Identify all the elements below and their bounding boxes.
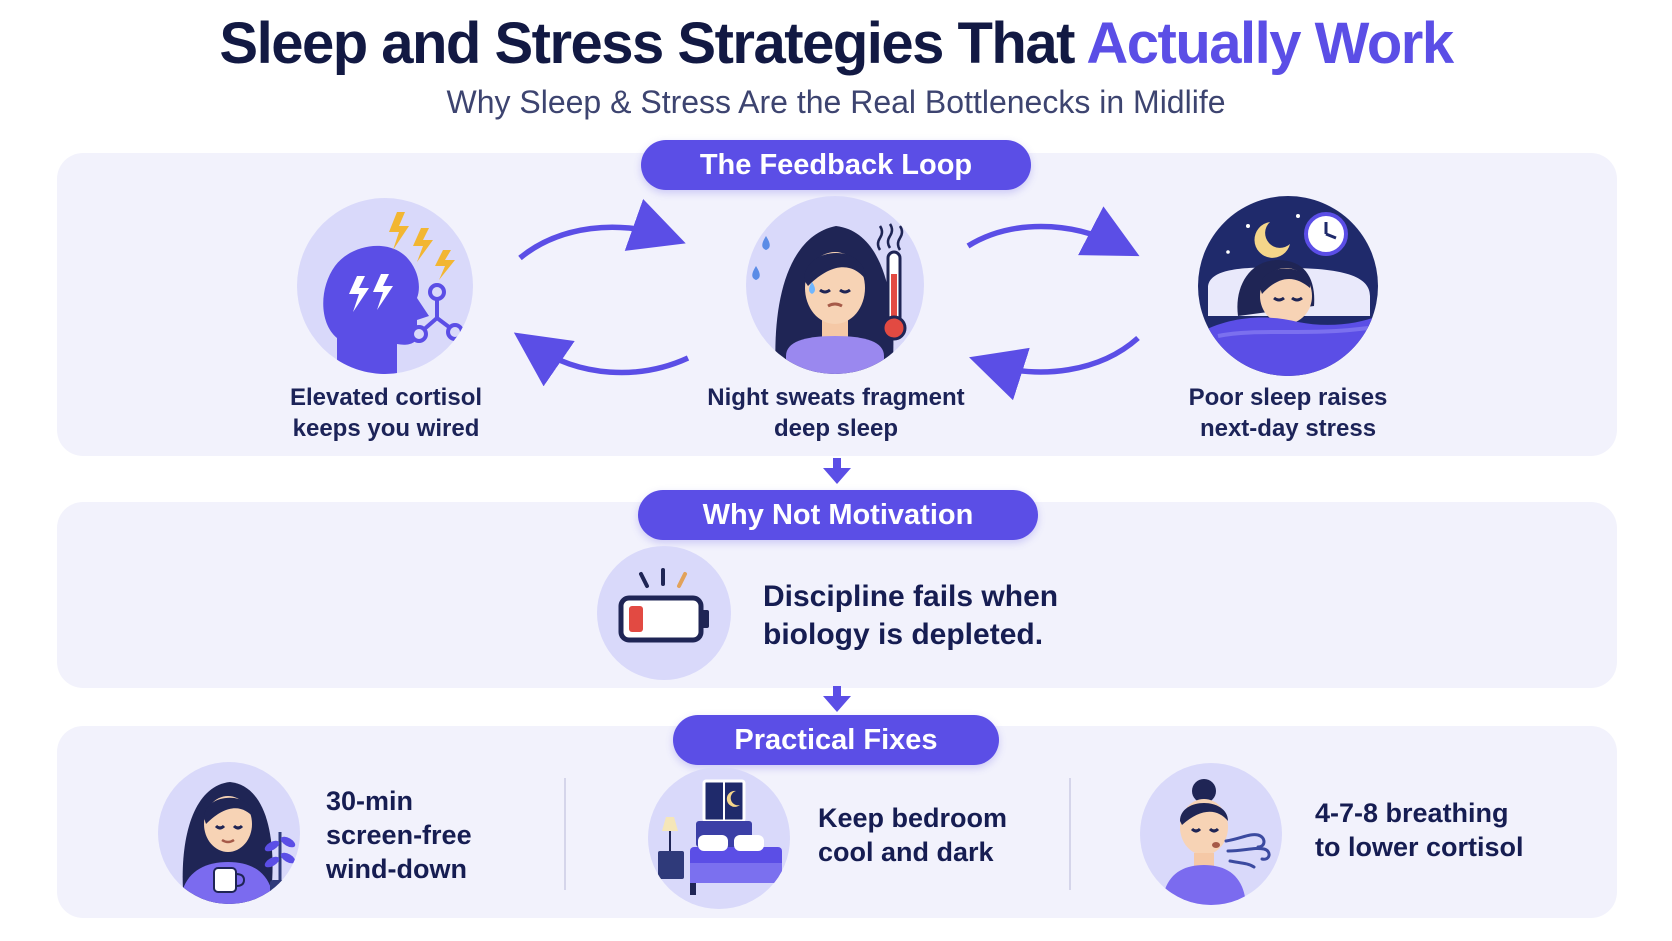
down-arrow-icon	[823, 686, 851, 712]
why-line: biology is depleted.	[763, 618, 1044, 651]
down-arrow-icon	[823, 458, 851, 484]
stressed-head-icon	[297, 198, 473, 374]
why-not-motivation-text: Discipline fails when biology is deplete…	[763, 578, 1058, 654]
fix-line: screen-free	[326, 820, 472, 850]
bedroom-icon	[648, 767, 790, 909]
why-not-motivation-heading: Why Not Motivation	[638, 490, 1038, 540]
poor-sleep-icon	[1198, 196, 1378, 376]
fix-text-3: 4-7-8 breathing to lower cortisol	[1315, 796, 1524, 864]
caption-line: next-day stress	[1199, 415, 1377, 442]
caption-line: Elevated cortisol	[289, 384, 483, 411]
caption-line: Night sweats fragment	[707, 384, 965, 411]
fix-line: 30-min	[326, 786, 414, 816]
fix-line: to lower cortisol	[1315, 832, 1524, 862]
feedback-caption-2: Night sweats fragment deep sleep	[686, 382, 986, 444]
title-main: Sleep and Stress Strategies That	[219, 11, 1087, 76]
breathing-icon	[1140, 763, 1282, 905]
practical-fixes-heading: Practical Fixes	[673, 715, 999, 765]
fix-line: Keep bedroom	[818, 803, 1008, 833]
caption-line: Poor sleep raises	[1188, 384, 1388, 411]
feedback-caption-1: Elevated cortisol keeps you wired	[236, 382, 536, 444]
page-title: Sleep and Stress Strategies That Actuall…	[0, 10, 1672, 77]
fix-text-2: Keep bedroom cool and dark	[818, 801, 1007, 869]
title-accent: Actually Work	[1086, 11, 1454, 76]
low-battery-icon	[597, 546, 731, 680]
caption-line: keeps you wired	[292, 415, 480, 442]
feedback-loop-heading: The Feedback Loop	[641, 140, 1031, 190]
fix-line: wind-down	[326, 854, 467, 884]
fixes-divider	[1069, 778, 1071, 890]
fixes-divider	[564, 778, 566, 890]
feedback-caption-3: Poor sleep raises next-day stress	[1138, 382, 1438, 444]
page-subtitle: Why Sleep & Stress Are the Real Bottlene…	[446, 84, 1226, 120]
caption-line: deep sleep	[773, 415, 899, 442]
why-line: Discipline fails when	[763, 580, 1059, 613]
fix-line: 4-7-8 breathing	[1315, 798, 1509, 828]
fix-line: cool and dark	[818, 837, 994, 867]
wind-down-icon	[158, 762, 300, 904]
fix-text-1: 30-min screen-free wind-down	[326, 784, 472, 886]
night-sweats-icon	[746, 196, 924, 374]
